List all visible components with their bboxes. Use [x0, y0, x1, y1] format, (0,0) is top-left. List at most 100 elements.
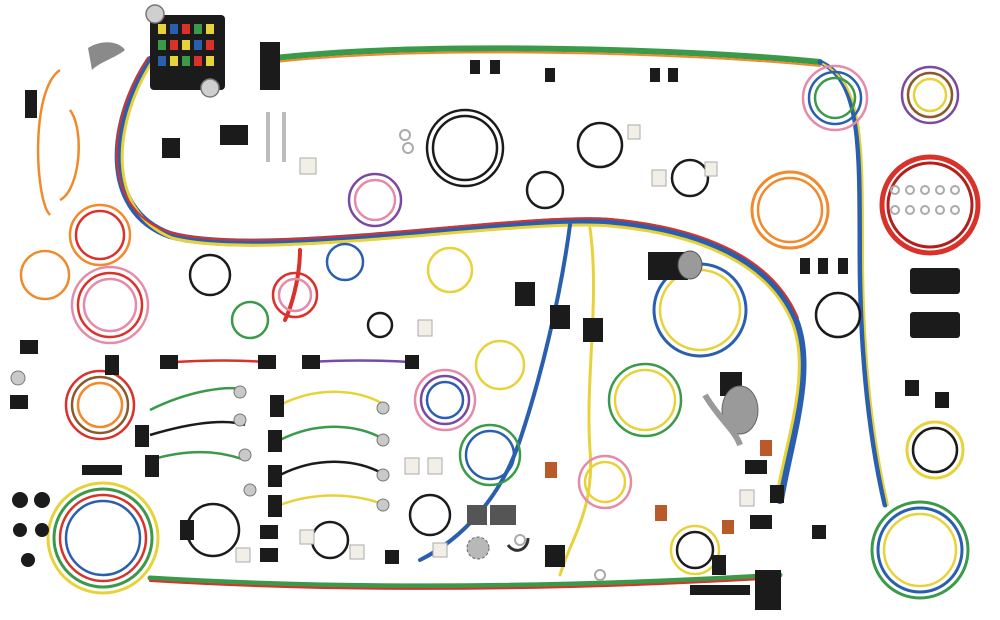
connector-block	[268, 430, 282, 452]
connector-block	[690, 585, 750, 595]
connector-block	[20, 340, 38, 354]
connector-block	[490, 60, 500, 74]
connector-block	[905, 380, 919, 396]
battery-cable-red	[879, 154, 981, 256]
connector-block	[268, 495, 282, 517]
wire-coil	[870, 500, 970, 600]
connector-block-white	[299, 529, 315, 545]
wire-coil	[325, 242, 365, 282]
wire-coil	[750, 170, 830, 250]
connector-block	[180, 520, 194, 540]
connector-block-white	[349, 544, 365, 560]
connector-block	[910, 268, 960, 294]
connector-block	[260, 548, 278, 562]
connector-block	[145, 455, 159, 477]
connector-block-brown	[760, 440, 772, 456]
wire-coil	[576, 121, 624, 169]
connector-block	[258, 355, 276, 369]
connector-block	[268, 465, 282, 487]
connector-block	[550, 305, 570, 329]
connector-block-brown	[722, 520, 734, 534]
ignition-switch	[677, 250, 759, 435]
hook-clip	[506, 537, 530, 552]
connector-block	[668, 68, 678, 82]
connector-block	[935, 392, 949, 408]
connector-block	[515, 282, 535, 306]
connector-block	[800, 258, 810, 274]
wire-coils	[19, 64, 981, 600]
connector-block	[405, 355, 419, 369]
connector-block-white	[404, 457, 420, 475]
wire-coil	[905, 420, 965, 480]
wire-coil	[525, 170, 565, 210]
wire-coil	[271, 271, 319, 319]
connector-block	[135, 425, 149, 447]
connector-block	[812, 525, 826, 539]
flasher-can-icon	[200, 78, 220, 98]
connector-block	[545, 68, 555, 82]
connector-block-white	[235, 547, 251, 563]
wire-coil	[426, 246, 474, 294]
connector-block	[467, 505, 487, 525]
connector-block	[10, 395, 28, 409]
connector-block	[650, 68, 660, 82]
gear-icon	[466, 536, 490, 560]
connector-block	[385, 550, 399, 564]
connector-block-white	[432, 542, 448, 558]
wire-coil	[900, 65, 960, 125]
wire-coil	[68, 203, 132, 267]
wire-coil	[408, 493, 452, 537]
wire-coil	[801, 64, 869, 132]
main-harness-trunk	[114, 45, 889, 590]
wire-coil	[413, 368, 477, 432]
connector-block	[82, 465, 122, 475]
connector-block	[545, 545, 565, 567]
wire-coil	[347, 172, 403, 228]
flasher-can-icon	[145, 4, 165, 24]
connector-block-white	[417, 319, 433, 337]
connector-block	[220, 125, 248, 145]
wire-coil	[577, 454, 633, 510]
wire-coil	[64, 369, 136, 441]
wire-coil	[670, 158, 710, 198]
connector-block	[750, 515, 772, 529]
connector-block	[260, 525, 278, 539]
connector-block	[470, 60, 480, 74]
connectors	[10, 42, 960, 610]
misc-parts	[88, 42, 743, 560]
connector-block	[838, 258, 848, 274]
wire-coil	[188, 253, 232, 297]
wire-coil	[19, 249, 71, 301]
connector-block	[160, 355, 178, 369]
connector-block-brown	[545, 462, 557, 478]
connector-block	[270, 395, 284, 417]
wire-coil	[366, 311, 394, 339]
connector-block	[105, 355, 119, 375]
connector-block-white	[739, 489, 755, 507]
wire-coil	[46, 481, 160, 595]
connector-block	[712, 555, 726, 575]
dimmer-switch	[702, 393, 743, 447]
wire-coil	[230, 300, 270, 340]
fuse-row	[158, 24, 214, 66]
connector-block-white	[299, 157, 317, 175]
connector-block	[583, 318, 603, 342]
connector-block-white	[427, 457, 443, 475]
bulb-sockets	[10, 370, 390, 512]
connector-block-white	[651, 169, 667, 187]
connector-block	[490, 505, 516, 525]
mounting-bolt	[266, 112, 286, 162]
connector-block	[745, 460, 767, 474]
connector-block-white	[704, 161, 718, 177]
wire-coil	[458, 423, 522, 487]
grommets	[12, 492, 50, 567]
wire-coil	[669, 524, 721, 576]
connector-block	[260, 42, 280, 90]
connector-block	[302, 355, 320, 369]
wire-coil	[814, 291, 862, 339]
connector-block	[770, 485, 784, 503]
connector-block-white	[627, 124, 641, 140]
wire-coil	[425, 108, 505, 188]
connector-block-brown	[655, 505, 667, 521]
